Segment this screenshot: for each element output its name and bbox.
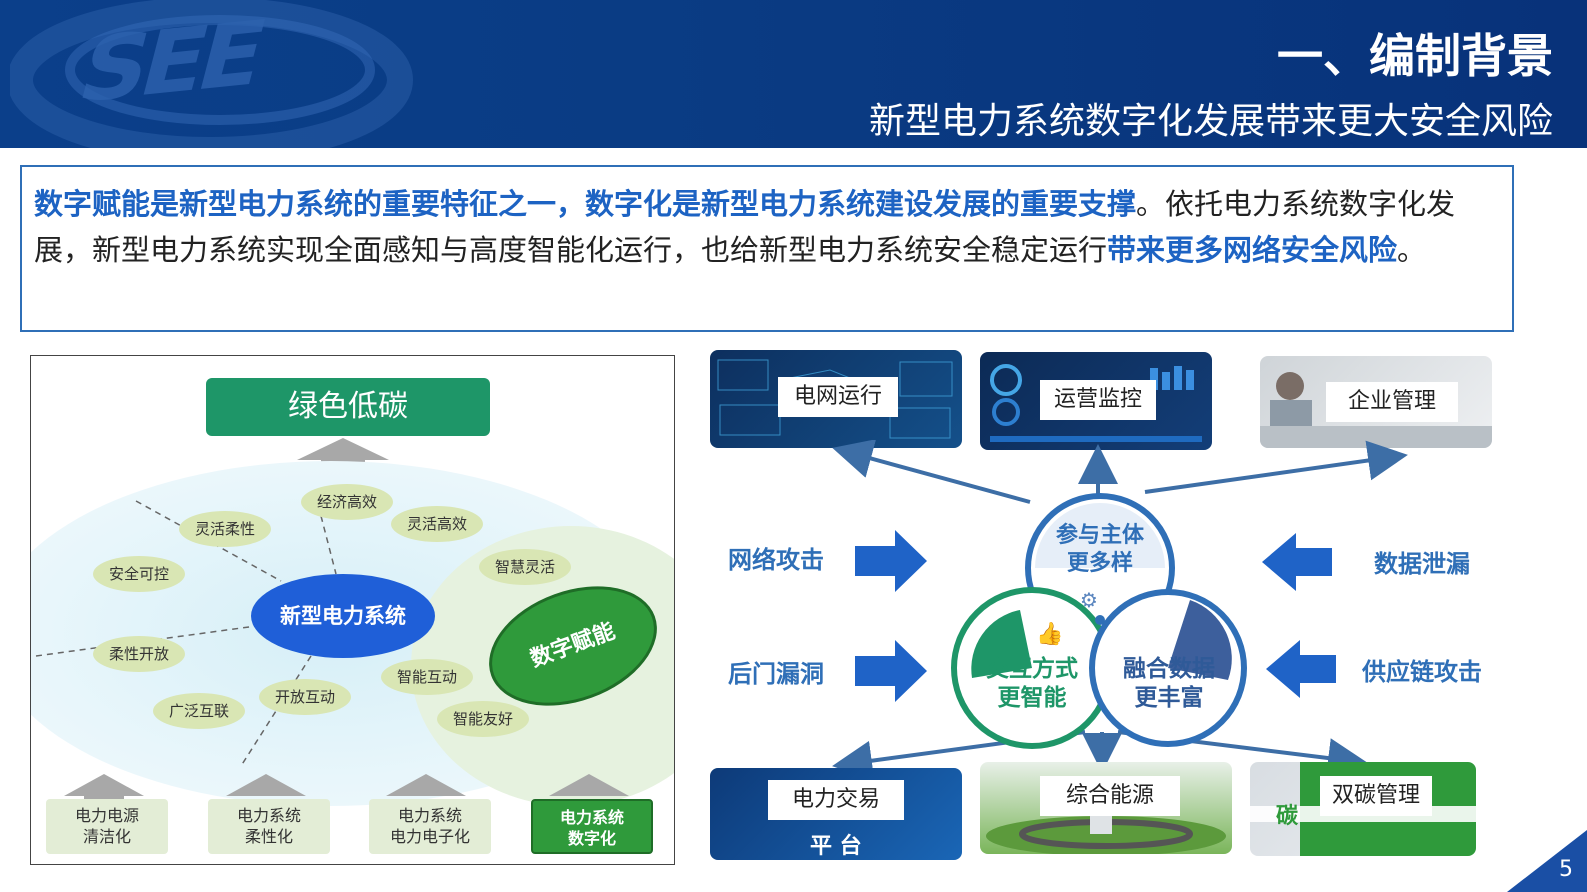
dashboard-screen-icon <box>717 359 953 439</box>
cycle-label-line: 更多样 <box>1066 551 1133 576</box>
up-arrow-icon <box>386 774 466 796</box>
pill-open-interactive: 开放互动 <box>259 679 351 715</box>
bottom-box-flexible-system: 电力系统 柔性化 <box>208 799 330 854</box>
pill-smart-friendly: 智能友好 <box>437 701 529 737</box>
intro-text-2: 。 <box>1397 233 1427 267</box>
intro-box: 数字赋能是新型电力系统的重要特征之一，数字化是新型电力系统建设发展的重要支撑。依… <box>20 165 1514 332</box>
tile-label: 企业管理 <box>1326 382 1458 422</box>
pill-safe-controllable: 安全可控 <box>93 556 185 592</box>
tile-label: 电网运行 <box>778 377 898 417</box>
up-arrow-icon <box>297 438 389 460</box>
bottom-box-line: 柔性化 <box>244 827 293 846</box>
cycle-label-data: 融合数据 更丰富 <box>1112 655 1226 713</box>
pill-flexible-soft: 灵活柔性 <box>179 511 271 547</box>
tile-integrated-energy: 综合能源 <box>980 762 1232 854</box>
pill-wide-interconnect: 广泛互联 <box>153 693 245 729</box>
pill-smart-flexible: 智慧灵活 <box>479 549 571 585</box>
bottom-box-digitalization: 电力系统 数字化 <box>531 799 653 854</box>
up-arrow-stem <box>84 796 124 800</box>
intro-highlight-2: 带来更多网络安全风险 <box>1107 233 1398 267</box>
bottom-box-line: 数字化 <box>567 829 616 848</box>
arrow-right-icon <box>855 640 927 702</box>
arrow-left-icon <box>1262 533 1332 591</box>
header-banner: SEE 一、编制背景 新型电力系统数字化发展带来更大安全风险 <box>0 0 1587 148</box>
intro-highlight-1: 数字赋能是新型电力系统的重要特征之一，数字化是新型电力系统建设发展的重要支撑 <box>34 187 1137 221</box>
pill-economic-efficient: 经济高效 <box>301 484 393 520</box>
thumbs-up-icon: 👍 <box>1036 622 1064 647</box>
logo-swirl-icon <box>10 0 413 148</box>
up-arrow-icon <box>226 774 306 796</box>
left-diagram-panel: 绿色低碳 经济高效 灵活柔性 灵活高效 安全可控 智慧灵活 柔性开放 智能互动 … <box>30 355 675 865</box>
cycle-label-line: 更丰富 <box>1134 685 1204 711</box>
bottom-box-line: 电力系统 <box>559 808 624 827</box>
tile-operation-monitoring: 运营监控 <box>980 352 1212 450</box>
tile-grid-operation: 电网运行 <box>710 350 962 448</box>
up-arrow-icon <box>549 774 629 796</box>
tile-label: 综合能源 <box>1040 776 1180 816</box>
tile-power-trading: 平 台 电力交易 <box>710 768 962 860</box>
arrow-right-icon <box>855 530 927 592</box>
page-number: 5 <box>1559 857 1573 882</box>
tile-sub-text: 平 台 <box>810 834 862 859</box>
cycle-label-line: 更智能 <box>997 685 1067 711</box>
bottom-box-clean-power: 电力电源 清洁化 <box>46 799 168 854</box>
threat-network-attack: 网络攻击 <box>728 546 824 574</box>
bottom-box-line: 电力系统 <box>397 806 462 825</box>
bottom-box-power-electronics: 电力系统 电力电子化 <box>369 799 491 854</box>
monitor-dashboard-icon <box>990 364 1202 442</box>
threat-backdoor-vuln: 后门漏洞 <box>728 660 824 688</box>
cycle-label-line: 融合数据 <box>1123 656 1215 682</box>
core-new-power-system: 新型电力系统 <box>251 574 435 658</box>
green-low-carbon-box: 绿色低碳 <box>206 378 490 436</box>
bottom-box-line: 电力电源 <box>74 806 139 825</box>
up-arrow-icon <box>64 774 144 796</box>
intro-text-1: 。依托电力系统数字化发展，新型电力系统实现全面感知与高度智能化运行，也给新型电力… <box>34 187 1456 267</box>
bottom-box-line: 电力电子化 <box>389 827 470 846</box>
tile-label: 电力交易 <box>768 780 904 820</box>
cycle-label-participants: 参与主体 更多样 <box>1048 522 1152 578</box>
tile-enterprise-management: 企业管理 <box>1260 356 1492 448</box>
logo-watermark: SEE <box>68 1 272 124</box>
city-landscape-icon <box>986 804 1226 854</box>
cycle-label-line: 参与主体 <box>1055 523 1144 548</box>
cycle-label-interaction: 交互方式 更智能 <box>976 655 1088 713</box>
meeting-photo-icon <box>1260 372 1492 448</box>
pill-smart-interactive: 智能互动 <box>381 659 473 695</box>
bottom-box-line: 清洁化 <box>82 827 131 846</box>
bottom-box-line: 电力系统 <box>236 806 301 825</box>
page-corner <box>1507 830 1587 892</box>
tile-sub-text: 碳 <box>1276 804 1299 829</box>
threat-data-leak: 数据泄漏 <box>1374 550 1470 578</box>
gear-icon: ⚙ <box>1080 588 1098 612</box>
threat-supply-chain: 供应链攻击 <box>1362 658 1482 686</box>
center-cycle-diagram <box>832 440 1408 780</box>
cycle-label-line: 交互方式 <box>986 656 1078 682</box>
arrow-left-icon <box>1266 640 1336 698</box>
pill-flexible-efficient: 灵活高效 <box>391 506 483 542</box>
page-subtitle: 新型电力系统数字化发展带来更大安全风险 <box>868 101 1553 142</box>
tile-label: 运营监控 <box>1040 380 1156 420</box>
tile-label: 双碳管理 <box>1320 776 1432 816</box>
page-title: 一、编制背景 <box>1277 29 1553 83</box>
pill-flexible-open: 柔性开放 <box>93 636 185 672</box>
tile-dual-carbon: 碳 双碳管理 <box>1250 762 1476 856</box>
